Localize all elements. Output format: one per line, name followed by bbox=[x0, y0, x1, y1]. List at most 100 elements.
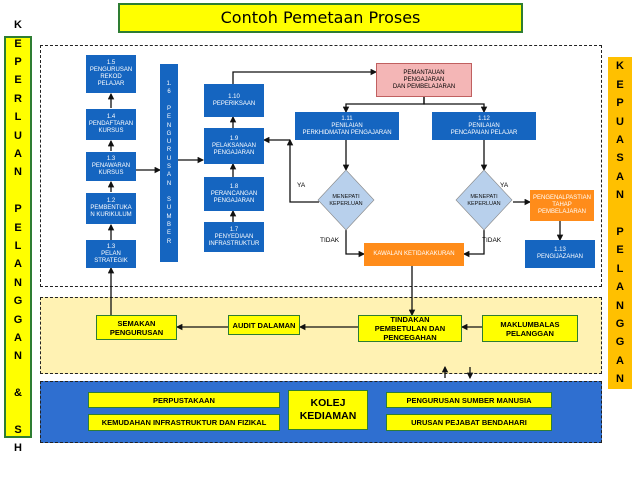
tindakan-box[interactable]: TINDAKAN PEMBETULAN DAN PENCEGAHAN bbox=[358, 315, 462, 342]
box-line: N bbox=[616, 189, 624, 202]
box-line: 1.3 bbox=[106, 156, 116, 162]
box-line: P bbox=[14, 55, 22, 68]
box-line: 1. bbox=[166, 81, 172, 88]
box-line: G bbox=[13, 313, 23, 326]
maklum-line2: PELANGGAN bbox=[506, 328, 554, 338]
box-line: S bbox=[166, 197, 171, 204]
box-line: 6 bbox=[167, 89, 171, 96]
tindakan-line2: PEMBETULAN DAN bbox=[374, 324, 446, 333]
semakan-line1: SEMAKAN bbox=[117, 318, 156, 328]
page-title: Contoh Pemetaan Proses bbox=[118, 3, 523, 33]
box-line: TAHAP bbox=[552, 202, 572, 208]
box-line: N KURIKULUM bbox=[90, 212, 132, 218]
box-line: PENAWARAN bbox=[91, 163, 131, 169]
box-line: PELAN bbox=[101, 250, 121, 257]
box-line: PELAKSANAAN bbox=[211, 142, 257, 149]
box-line: R bbox=[14, 92, 22, 105]
box-line: E bbox=[14, 37, 22, 50]
box-line: G bbox=[615, 318, 625, 331]
box-line: S bbox=[616, 152, 624, 165]
semakan-box[interactable]: SEMAKAN PENGURUSAN bbox=[96, 315, 177, 340]
box-line: PENGAJARAN bbox=[403, 76, 445, 83]
box-line: A bbox=[616, 133, 624, 146]
box-line: PENCAPAIAN PELAJAR bbox=[450, 129, 518, 136]
box-line: 1.7 bbox=[229, 226, 239, 233]
box-line: R bbox=[166, 147, 172, 154]
box-line: INFRASTRUKTUR bbox=[208, 240, 260, 247]
box-line: REKOD bbox=[100, 74, 122, 80]
box-line: L bbox=[14, 111, 22, 124]
tindakan-line3: PENCEGAHAN bbox=[383, 333, 437, 342]
semakan-line2: PENGURUSAN bbox=[109, 327, 164, 337]
maklumbalas-box[interactable]: MAKLUMBALAS PELANGGAN bbox=[482, 315, 578, 342]
kolej-kediaman-box[interactable]: KOLEJ KEDIAMAN bbox=[288, 390, 368, 430]
box-line: PEPERIKSAAN bbox=[212, 100, 256, 107]
box-line: A bbox=[616, 170, 624, 183]
box-line: K bbox=[14, 19, 22, 32]
box-line: PENGURUSAN bbox=[89, 67, 133, 73]
hr-box[interactable]: PENGURUSAN SUMBER MANUSIA bbox=[386, 392, 552, 408]
box-line: M bbox=[166, 213, 172, 220]
tindakan-line1: TINDAKAN bbox=[390, 315, 430, 324]
box-line: S bbox=[14, 424, 22, 437]
box-line: PENDAFTARAN bbox=[88, 121, 134, 127]
box-line: N bbox=[166, 122, 172, 129]
box-line: E bbox=[166, 114, 171, 121]
box-line: E bbox=[616, 244, 624, 257]
box-line: DAN PEMBELAJARAN bbox=[392, 83, 456, 90]
box-line: 1.3 bbox=[106, 243, 116, 250]
box-line: 1.5 bbox=[106, 60, 116, 66]
diamond-left-line1: MENEPATI bbox=[332, 194, 360, 200]
perpustakaan-box[interactable]: PERPUSTAKAAN bbox=[88, 392, 280, 408]
audit-box[interactable]: AUDIT DALAMAN bbox=[228, 315, 300, 335]
box-line: 1.2 bbox=[106, 198, 116, 204]
box-line: 1.8 bbox=[229, 183, 239, 190]
box-line: U bbox=[166, 205, 172, 212]
box-line: B bbox=[166, 222, 171, 229]
bursary-box[interactable]: URUSAN PEJABAT BENDAHARI bbox=[386, 414, 552, 431]
ya-right-label: YA bbox=[500, 182, 509, 189]
box-line: PEMBELAJARAN bbox=[537, 209, 586, 215]
infrastructure-box[interactable]: KEMUDAHAN INFRASTRUKTUR DAN FIZIKAL bbox=[88, 414, 280, 431]
box-line: N bbox=[166, 180, 172, 187]
box-line: E bbox=[14, 74, 22, 87]
box-line: KURSUS bbox=[98, 170, 124, 176]
box-line: 1.4 bbox=[106, 114, 116, 120]
box-line: 1.11 bbox=[341, 115, 353, 122]
box-line: A bbox=[14, 147, 22, 160]
box-line: A bbox=[14, 332, 22, 345]
box-line: & bbox=[14, 387, 22, 400]
quality-control-box[interactable]: KAWALAN KETIDAKAKURAN bbox=[364, 243, 464, 266]
box-line: H bbox=[14, 442, 22, 455]
box-line: A bbox=[616, 354, 624, 367]
box-line: E bbox=[166, 230, 171, 237]
box-line: A bbox=[14, 258, 22, 271]
box-line: U bbox=[166, 139, 172, 146]
box-line: G bbox=[13, 295, 23, 308]
box-line: KURSUS bbox=[98, 128, 124, 134]
box-line: PENYEDIAAN bbox=[214, 233, 254, 240]
box-line: U bbox=[166, 155, 172, 162]
box-line: 1.10 bbox=[228, 93, 240, 100]
box-line: PENGENALPASTIAN bbox=[533, 195, 591, 201]
box-line: P bbox=[616, 226, 624, 238]
box-line: G bbox=[615, 336, 625, 349]
box-line: PENGAJARAN bbox=[213, 149, 255, 156]
